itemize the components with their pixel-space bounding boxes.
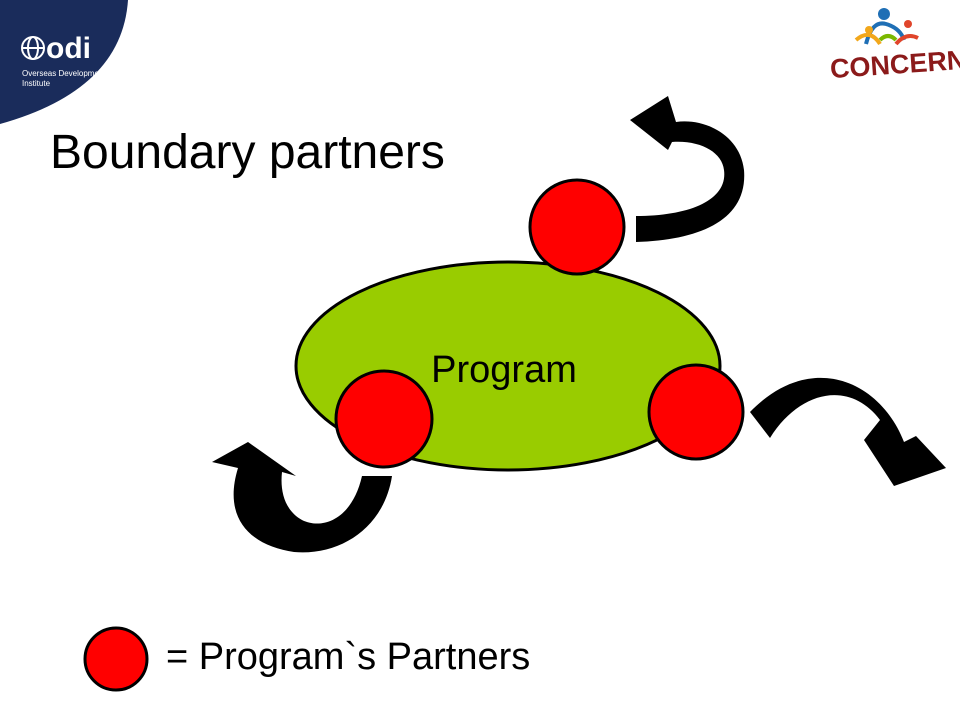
arrow-right bbox=[750, 377, 946, 486]
people-icon bbox=[854, 8, 919, 46]
arrow-left bbox=[212, 442, 392, 553]
partner-circle-right bbox=[647, 363, 745, 461]
arrow-top bbox=[630, 96, 745, 242]
partner-circle-top bbox=[528, 178, 626, 276]
curved-arrow-icon bbox=[630, 96, 745, 242]
curved-arrow-icon bbox=[212, 442, 392, 553]
concern-logo: CONCERN bbox=[829, 8, 960, 84]
odi-logo-mark: odi bbox=[46, 32, 91, 65]
legend-partner-circle bbox=[83, 626, 149, 692]
globe-icon bbox=[21, 36, 45, 60]
curved-arrow-icon bbox=[750, 377, 946, 486]
concern-logo-text: CONCERN bbox=[829, 45, 960, 84]
odi-logo-line1: Overseas Development bbox=[22, 69, 106, 78]
odi-logo: odi Overseas Development Institute bbox=[0, 0, 128, 124]
legend-label: = Program`s Partners bbox=[166, 636, 531, 678]
program-label: Program bbox=[431, 349, 577, 391]
partner-circle-left bbox=[334, 369, 434, 469]
odi-logo-line2: Institute bbox=[22, 79, 51, 88]
odi-logo-background bbox=[0, 0, 128, 124]
slide-title: Boundary partners bbox=[50, 126, 445, 179]
